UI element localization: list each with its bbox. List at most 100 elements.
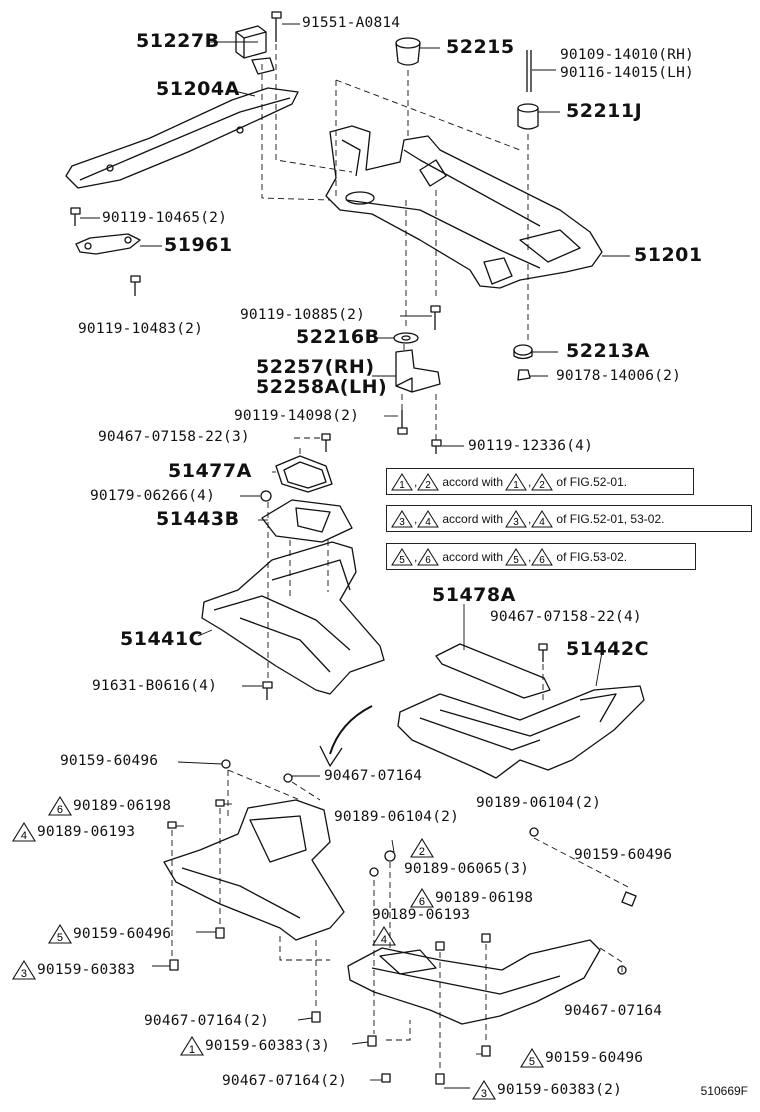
note-box-1: 1, 2 accord with 1, 2 of FIG.52-01. [386, 468, 694, 495]
bolt-07158-4-drawing [538, 643, 548, 662]
label-52257-rh: 52257(RH) [256, 356, 375, 378]
label-52211j: 52211J [566, 100, 643, 122]
triangle-marker-3: 3 [12, 960, 36, 980]
figure-id: 510669F [700, 1084, 748, 1098]
bracket-51961-drawing [75, 233, 141, 255]
label-51204a: 51204A [156, 78, 240, 100]
triangle-marker-4: 4 [12, 822, 36, 842]
triangle-marker-5: 5 [48, 924, 72, 944]
svg-text:3: 3 [21, 968, 27, 980]
label-90467-07164-b: 90467-07164 [564, 1003, 663, 1019]
label-90119-10483: 90119-10483(2) [78, 321, 204, 337]
label-90159-60496-a: 90159-60496 [60, 753, 159, 769]
svg-text:6: 6 [419, 896, 425, 908]
svg-text:2: 2 [426, 480, 432, 491]
label-90467-07158-22-4: 90467-07158-22(4) [490, 609, 642, 625]
svg-text:2: 2 [540, 480, 546, 491]
label-90119-10465: 90119-10465(2) [102, 210, 228, 226]
triangle-marker-1: 1 [180, 1036, 204, 1056]
undercover-51442c-drawing [397, 685, 645, 779]
note-2-text: accord with [442, 511, 504, 526]
cover-51477a-drawing [275, 455, 333, 493]
svg-text:4: 4 [381, 934, 387, 946]
label-52215: 52215 [446, 36, 515, 58]
lower-cover-left-drawing [163, 799, 345, 941]
label-52258a-lh: 52258A(LH) [256, 376, 388, 398]
label-51201: 51201 [634, 244, 703, 266]
label-90189-06104-right: 90189-06104(2) [476, 795, 602, 811]
label-90159-60496-b: 90159-60496 [574, 847, 673, 863]
label-52213a: 52213A [566, 340, 650, 362]
svg-text:5: 5 [399, 555, 405, 566]
bolt-14098-drawing [397, 410, 408, 435]
svg-text:3: 3 [399, 517, 405, 528]
triangle-marker-6: 6 [48, 796, 72, 816]
cover-51443b-drawing [261, 499, 353, 543]
label-51478a: 51478A [432, 584, 516, 606]
svg-text:4: 4 [21, 830, 27, 842]
bushing-52211j-drawing [517, 103, 539, 130]
svg-text:6: 6 [57, 804, 63, 816]
stopper-52257-drawing [395, 349, 441, 393]
bolt-10483-drawing [130, 275, 141, 296]
stud-90109-drawing [526, 50, 532, 92]
label-90467-07164-a: 90467-07164 [324, 768, 423, 784]
direction-arrow-drawing [319, 705, 373, 767]
note-1-text: accord with [442, 474, 504, 489]
svg-text:6: 6 [540, 555, 546, 566]
label-90467-07164-d: 90467-07164(2) [222, 1073, 348, 1089]
bolt-07158-3-drawing [321, 433, 331, 452]
triangle-marker-2: 2 [410, 838, 435, 858]
bushing-52215-drawing [395, 37, 421, 66]
label-51961: 51961 [164, 234, 233, 256]
cushion-52213a-drawing [513, 344, 533, 360]
svg-text:2: 2 [419, 846, 425, 858]
label-51227b: 51227B [136, 30, 220, 52]
brace-51204a-drawing [65, 87, 299, 189]
washer-52216b-drawing [393, 332, 419, 344]
mount-51227b-drawing [235, 25, 275, 75]
note-1-ref: of FIG.52-01. [556, 474, 628, 489]
bolt-12336-drawing [431, 439, 442, 454]
label-90178-14006: 90178-14006(2) [556, 368, 682, 384]
svg-text:1: 1 [399, 480, 405, 491]
subframe-51201-drawing [325, 125, 603, 289]
svg-text:5: 5 [57, 932, 63, 944]
note-box-3: 5, 6 accord with 5, 6 of FIG.53-02. [386, 543, 696, 570]
label-51442c: 51442C [566, 638, 650, 660]
bolt-91631-drawing [262, 681, 273, 700]
label-52216b: 52216B [296, 326, 380, 348]
note-2-ref: of FIG.52-01, 53-02. [556, 511, 665, 526]
bolt-91551-drawing [271, 11, 282, 42]
nut-90178-drawing [517, 369, 531, 381]
nut-90179-drawing [260, 490, 272, 502]
bolt-10465-drawing [70, 207, 81, 226]
undercover-51441c-drawing [201, 541, 385, 695]
label-90119-12336: 90119-12336(4) [468, 438, 594, 454]
label-90116-14015: 90116-14015(LH) [560, 65, 694, 81]
note-3-text: accord with [442, 549, 504, 564]
label-90467-07164-c: 90467-07164(2) [144, 1013, 270, 1029]
triangle-marker-5b: 5 [520, 1048, 544, 1068]
label-90189-06193-b: 90189-06193 [372, 907, 471, 923]
lower-cover-right-drawing [347, 939, 601, 1025]
triangle-marker-6b: 6 [410, 888, 434, 908]
label-51443b: 51443B [156, 508, 240, 530]
label-90119-10885: 90119-10885(2) [240, 307, 366, 323]
svg-text:4: 4 [540, 517, 546, 528]
svg-text:3: 3 [513, 517, 519, 528]
svg-text:6: 6 [426, 555, 432, 566]
label-90467-07158-22-3: 90467-07158-22(3) [98, 429, 250, 445]
label-91551-a0814: 91551-A0814 [302, 15, 401, 31]
svg-text:3: 3 [481, 1088, 487, 1100]
label-51477a: 51477A [168, 460, 252, 482]
